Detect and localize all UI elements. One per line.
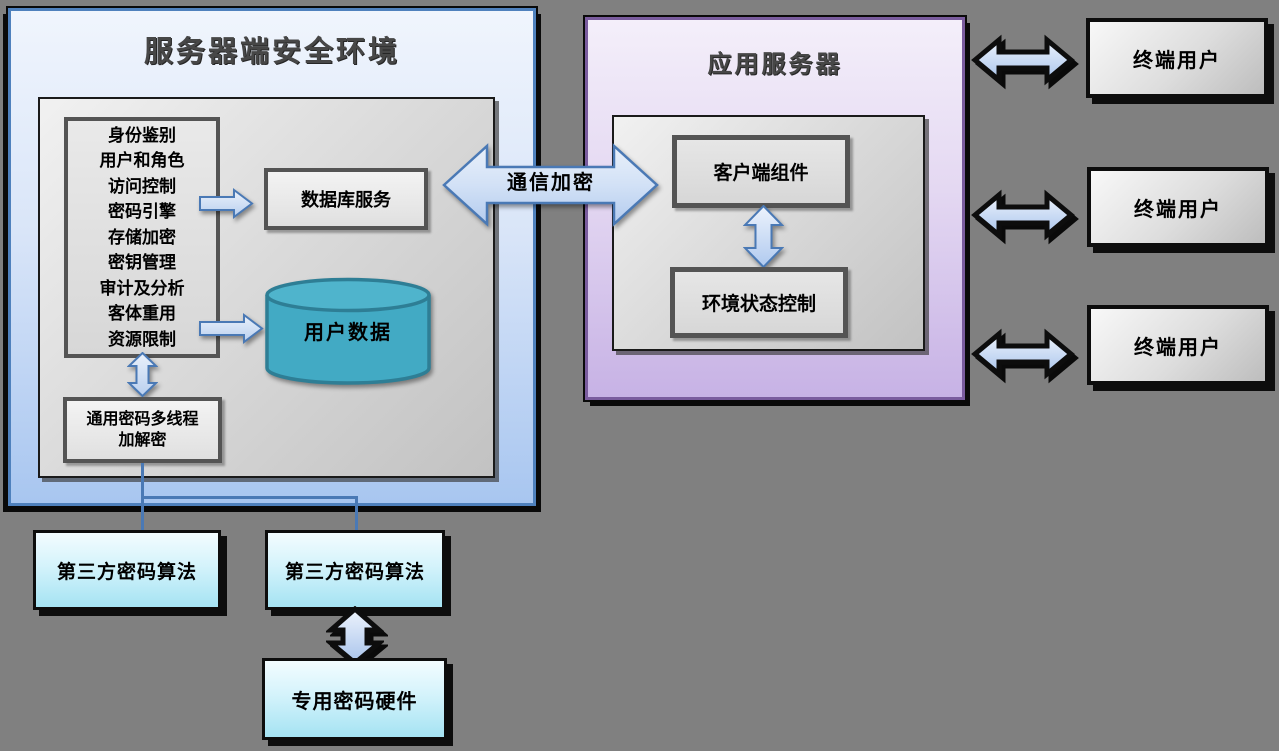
right-arrow-icon <box>199 313 264 344</box>
crypto-multithread-box: 通用密码多线程 加解密 <box>63 397 222 463</box>
third-party-algorithm-label: 第三方密码算法 <box>56 561 197 583</box>
crypto-multithread-line2: 加解密 <box>118 432 167 449</box>
app-server-title: 应用服务器 <box>707 51 843 78</box>
end-user-box: 终端用户 <box>1086 18 1268 98</box>
dedicated-crypto-hardware-label: 专用密码硬件 <box>291 690 418 713</box>
end-user-box: 终端用户 <box>1087 305 1269 385</box>
comm-encryption-label: 通信加密 <box>507 171 595 194</box>
third-party-algorithm-box: 第三方密码算法 <box>33 530 221 610</box>
connector-line <box>355 496 358 532</box>
end-user-label: 终端用户 <box>1134 198 1222 221</box>
third-party-algorithm-box: 第三方密码算法 <box>265 530 445 610</box>
end-user-box: 终端用户 <box>1087 167 1269 247</box>
env-state-control-box: 环境状态控制 <box>670 267 848 338</box>
vertical-double-arrow-icon <box>127 352 158 397</box>
module-item: 审计及分析 <box>99 278 185 298</box>
server-env-title: 服务器端安全环境 <box>143 36 400 68</box>
module-item: 资源限制 <box>108 329 176 349</box>
module-item: 访问控制 <box>108 176 176 196</box>
connector-line <box>141 496 358 499</box>
security-module-list: 身份鉴别 用户和角色 访问控制 密码引擎 存储加密 密钥管理 审计及分析 客体重… <box>64 117 220 358</box>
module-item: 客体重用 <box>108 304 176 324</box>
db-service-box: 数据库服务 <box>264 168 428 230</box>
vertical-double-arrow-icon <box>326 606 384 666</box>
bidirectional-arrow-icon <box>971 328 1075 380</box>
env-state-control-label: 环境状态控制 <box>701 294 816 315</box>
third-party-algorithm-label: 第三方密码算法 <box>284 561 425 583</box>
module-item: 密码引擎 <box>108 202 176 222</box>
crypto-multithread-line1: 通用密码多线程 <box>86 411 199 428</box>
user-data-cylinder <box>265 277 431 385</box>
user-data-label: 用户数据 <box>304 321 392 344</box>
comm-encryption-arrow <box>442 143 659 227</box>
db-service-label: 数据库服务 <box>301 190 391 210</box>
end-user-label: 终端用户 <box>1133 49 1221 72</box>
end-user-label: 终端用户 <box>1134 336 1222 359</box>
module-item: 密钥管理 <box>108 253 176 273</box>
dedicated-crypto-hardware-box: 专用密码硬件 <box>262 658 447 740</box>
module-item: 存储加密 <box>108 227 176 247</box>
right-arrow-icon <box>199 188 254 219</box>
bidirectional-arrow-icon <box>971 189 1075 241</box>
client-component-label: 客户端组件 <box>713 163 809 184</box>
module-item: 用户和角色 <box>99 151 185 171</box>
module-item: 身份鉴别 <box>108 125 176 145</box>
vertical-double-arrow-icon <box>743 205 784 268</box>
client-component-box: 客户端组件 <box>672 135 850 208</box>
bidirectional-arrow-icon <box>971 34 1075 86</box>
